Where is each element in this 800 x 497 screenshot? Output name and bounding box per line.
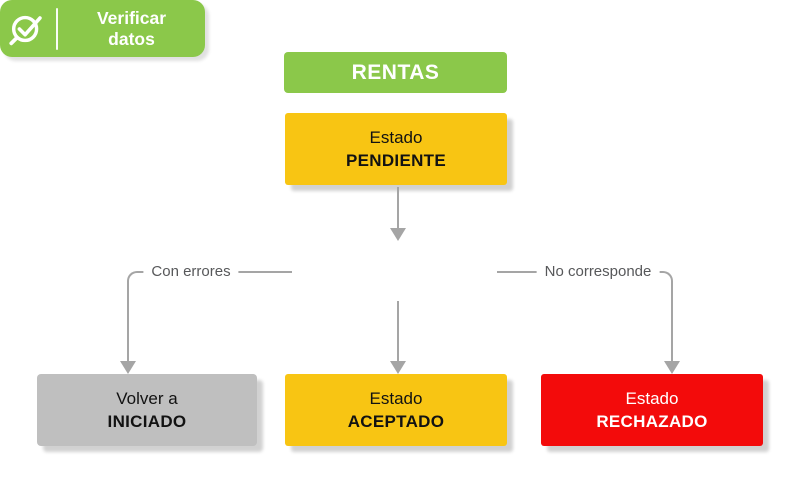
node-estado-aceptado-line2: ACEPTADO <box>347 412 445 431</box>
arrowhead-verificar-iniciado <box>120 361 136 374</box>
node-estado-pendiente-line1: Estado <box>369 128 423 147</box>
node-estado-pendiente: Estado PENDIENTE <box>285 113 507 185</box>
arrowhead-pendiente-verificar <box>390 228 406 241</box>
connector-verificar-aceptado <box>397 301 399 361</box>
connector-pendiente-verificar <box>397 187 399 228</box>
arrowhead-verificar-rechazado <box>664 361 680 374</box>
node-estado-aceptado: Estado ACEPTADO <box>285 374 507 446</box>
node-estado-pendiente-line2: PENDIENTE <box>346 151 446 170</box>
edge-label-con-errores: Con errores <box>143 262 239 281</box>
verificar-divider <box>56 7 58 50</box>
arrowhead-verificar-aceptado <box>390 361 406 374</box>
edge-label-no-corresponde: No corresponde <box>536 262 660 281</box>
node-verificar-line1: Verificar <box>96 7 167 28</box>
node-estado-rechazado: Estado RECHAZADO <box>541 374 763 446</box>
node-verificar-datos: Verificar datos <box>0 0 205 57</box>
node-verificar-datos-label: Verificar datos <box>58 8 205 50</box>
connector-verificar-iniciado <box>127 271 292 361</box>
search-check-icon <box>0 8 56 50</box>
node-volver-iniciado-line1: Volver a <box>116 389 178 408</box>
node-estado-aceptado-line1: Estado <box>369 389 423 408</box>
node-verificar-line2: datos <box>108 28 155 49</box>
node-rentas: RENTAS <box>284 52 507 93</box>
node-estado-rechazado-line2: RECHAZADO <box>596 412 708 431</box>
node-rentas-label: RENTAS <box>351 60 440 84</box>
node-volver-iniciado-line2: INICIADO <box>107 412 187 431</box>
node-estado-rechazado-line1: Estado <box>625 389 679 408</box>
connector-verificar-rechazado <box>497 271 673 361</box>
node-volver-iniciado: Volver a INICIADO <box>37 374 257 446</box>
